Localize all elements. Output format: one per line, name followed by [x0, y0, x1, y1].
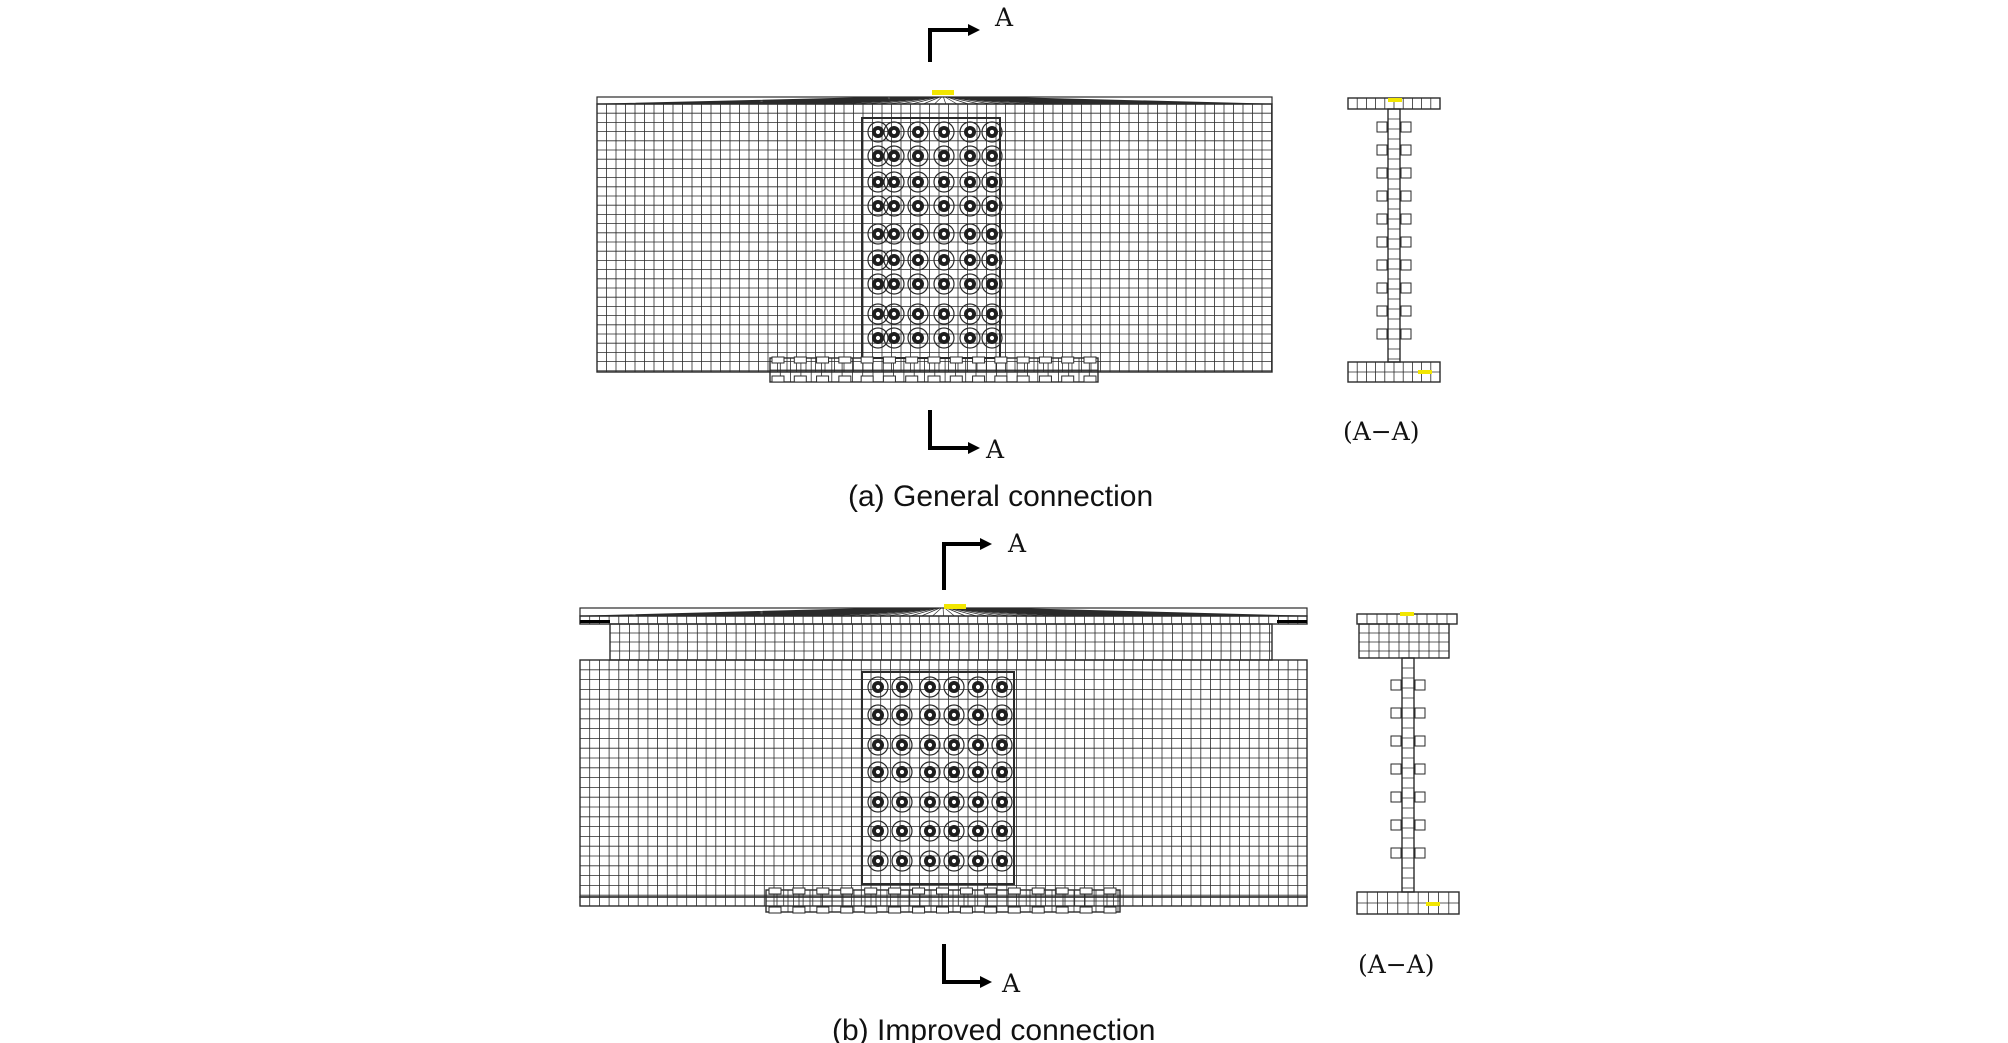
- sec-bolt-b: [1414, 847, 1426, 859]
- sec-bolt-a: [1376, 121, 1388, 133]
- sec-bolt-a: [1376, 328, 1388, 340]
- flange-bolts-b: [768, 887, 1117, 914]
- sec-bolt-b: [1414, 679, 1426, 691]
- section-arrow-bottom-a: [928, 410, 980, 454]
- sec-highlight-bottom-a: [1418, 370, 1432, 374]
- sec-bolt-b: [1414, 707, 1426, 719]
- web-bolts-b: [867, 676, 1013, 872]
- section-mark-bottom-b: A: [1001, 969, 1021, 998]
- sec-bolt-a: [1376, 259, 1388, 271]
- sec-bolt-b: [1390, 791, 1402, 803]
- sec-bolt-a: [1400, 328, 1412, 340]
- bottom-flange-b: [579, 896, 1308, 907]
- sec-bolt-b: [1414, 735, 1426, 747]
- sec-bolt-b: [1414, 763, 1426, 775]
- top-flange-a: [596, 96, 1273, 105]
- sec-bolt-a: [1400, 213, 1412, 225]
- top-plate-b: [579, 615, 1308, 625]
- top-flange-b: [579, 607, 1308, 617]
- flange-bolts-a: [771, 356, 1097, 383]
- sec-bolt-a: [1376, 236, 1388, 248]
- sec-bolt-a: [1400, 121, 1412, 133]
- sec-bolt-b: [1390, 679, 1402, 691]
- load-point-highlight-a: [932, 90, 954, 95]
- cross-section-a: [1347, 97, 1441, 383]
- sec-bolt-b: [1414, 819, 1426, 831]
- sec-bolt-b: [1390, 763, 1402, 775]
- sec-bolt-a: [1400, 282, 1412, 294]
- haunch-edge-left-b: [580, 620, 610, 623]
- sec-bolt-b: [1390, 847, 1402, 859]
- web-bolts-a: [867, 121, 1003, 349]
- deck-haunch-b: [609, 623, 1273, 661]
- caption-b: (b) Improved connection: [832, 1014, 1156, 1043]
- sec-bolt-a: [1376, 167, 1388, 179]
- caption-a: (a) General connection: [848, 480, 1153, 513]
- sec-bolt-a: [1376, 282, 1388, 294]
- sec-deck-b: [1358, 623, 1450, 659]
- sec-bolt-a: [1376, 190, 1388, 202]
- mesh-elevation-b: [579, 604, 1308, 914]
- sec-web-a: [1387, 108, 1401, 363]
- sec-web-b: [1401, 657, 1415, 893]
- section-mark-top-a: A: [994, 3, 1014, 32]
- section-arrow-bottom-b: [942, 944, 992, 988]
- section-label-a: (A−A): [1343, 417, 1420, 446]
- sec-bolt-b: [1390, 735, 1402, 747]
- section-label-b: (A−A): [1358, 950, 1435, 979]
- sec-bolt-b: [1390, 707, 1402, 719]
- sec-bolt-b: [1414, 791, 1426, 803]
- sec-bolt-a: [1400, 190, 1412, 202]
- section-arrow-top-a: [928, 24, 980, 62]
- cross-section-b: [1356, 612, 1460, 915]
- sec-bolt-a: [1400, 144, 1412, 156]
- sec-highlight-top-b: [1400, 612, 1414, 616]
- load-point-highlight-b: [944, 604, 966, 609]
- haunch-edge-right-b: [1277, 620, 1307, 623]
- sec-highlight-top-a: [1388, 98, 1402, 102]
- section-arrow-top-b: [942, 538, 992, 590]
- sec-highlight-bottom-b: [1426, 902, 1440, 906]
- sec-bolt-a: [1400, 236, 1412, 248]
- splice-plate-b: [861, 671, 1015, 885]
- sec-bottom-flange-b: [1356, 891, 1460, 915]
- sec-bolt-a: [1376, 144, 1388, 156]
- sec-bolt-a: [1376, 213, 1388, 225]
- panel-b: A A (A−A) (b) Improved connection: [579, 529, 1460, 1043]
- sec-bolt-b: [1390, 819, 1402, 831]
- section-mark-top-b: A: [1007, 529, 1027, 558]
- sec-bolt-a: [1400, 167, 1412, 179]
- section-mark-bottom-a: A: [985, 435, 1005, 464]
- panel-a: A A (A−A) (a) General connection: [596, 3, 1441, 513]
- sec-bolt-a: [1400, 305, 1412, 317]
- mesh-elevation-a: [596, 90, 1273, 383]
- sec-bolt-a: [1376, 305, 1388, 317]
- sec-bolt-a: [1400, 259, 1412, 271]
